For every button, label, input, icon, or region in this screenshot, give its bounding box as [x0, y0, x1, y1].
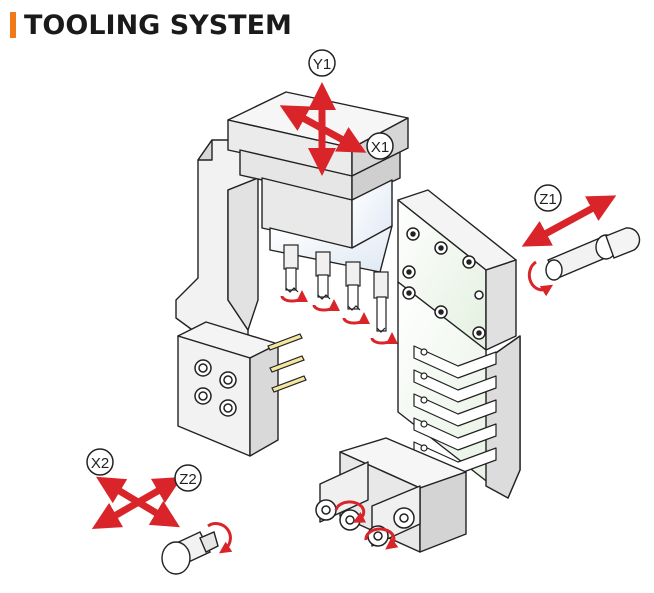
- page-title: TOOLING SYSTEM: [10, 9, 292, 41]
- chuck-rotation-arrow: [207, 522, 233, 554]
- svg-text:Z2: Z2: [179, 471, 197, 488]
- title-text: TOOLING SYSTEM: [24, 9, 292, 41]
- gang-tool-holders: [413, 345, 497, 475]
- svg-text:X2: X2: [91, 455, 109, 472]
- left-tool-block: [177, 321, 279, 457]
- upper-spindle-tools: [283, 244, 389, 333]
- spindle-rotation-arrows: [280, 290, 398, 345]
- axis-label-x1: X1: [366, 132, 394, 160]
- z2-arrow: [91, 477, 183, 529]
- plate-bolts: [402, 227, 486, 340]
- z1-arrow: [521, 195, 617, 247]
- main-spindle-chuck: [161, 531, 219, 575]
- svg-text:X1: X1: [371, 139, 389, 156]
- axis-arrows: [91, 82, 617, 529]
- title-accent-bar: [10, 12, 16, 38]
- x1-arrow: [279, 105, 367, 153]
- left-block-holes: [194, 359, 237, 417]
- axis-label-z1: Z1: [534, 184, 562, 212]
- sub-spindle-right: [545, 227, 641, 281]
- svg-text:Z1: Z1: [539, 191, 557, 208]
- axis-label-x2: X2: [86, 448, 114, 476]
- z1-rotation-arrow: [527, 260, 554, 297]
- bottom-rotation-arrows: [334, 500, 399, 550]
- bottom-tool-collets: [315, 499, 415, 547]
- axis-label-y1: Y1: [308, 49, 336, 77]
- axis-label-z2: Z2: [174, 464, 202, 492]
- svg-text:Y1: Y1: [313, 56, 331, 73]
- left-drills: [267, 333, 307, 393]
